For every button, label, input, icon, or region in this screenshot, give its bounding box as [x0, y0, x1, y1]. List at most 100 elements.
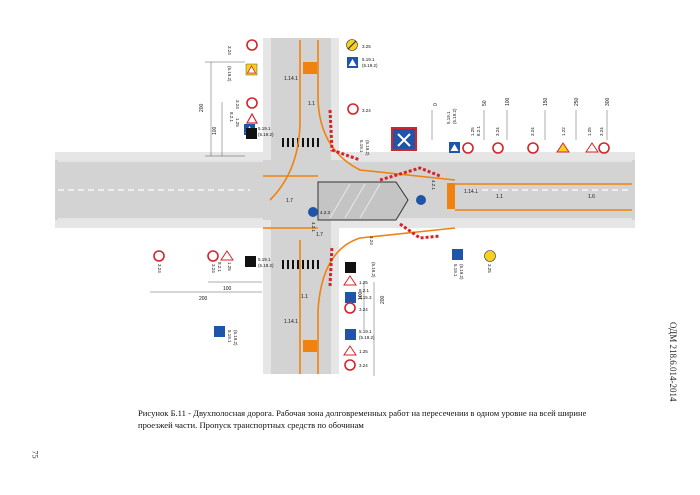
standard-code-text: ОДМ 218.6.014-2014 — [668, 322, 678, 402]
orange-stop-blocks — [303, 62, 455, 352]
marking-label-1-14-1-right: 1.14.1 — [464, 189, 478, 195]
label-1-25-bottom: 1.25 — [359, 280, 368, 285]
svg-text:100: 100 — [358, 291, 364, 300]
label-5-15-3: 5.15.3 — [359, 295, 372, 300]
svg-text:100: 100 — [505, 97, 511, 106]
svg-text:1.25: 1.25 — [470, 127, 475, 136]
marking-label-1-6-right: 1.6 — [588, 194, 595, 200]
signs-bottom-column — [343, 262, 357, 371]
label-5-19-2-bottom: (5.19.2) — [359, 335, 375, 340]
sign-crosswalk-top-right — [347, 57, 358, 68]
page-number-text: 75 — [30, 450, 40, 459]
svg-text:5.19.1: 5.19.1 — [453, 264, 458, 277]
svg-text:0: 0 — [433, 103, 439, 106]
svg-text:8.2.1: 8.2.1 — [476, 125, 481, 136]
svg-text:1.22: 1.22 — [561, 127, 566, 136]
sign-panel-left — [245, 256, 256, 267]
label-3-25: 3.25 — [362, 44, 371, 49]
svg-text:1.25: 1.25 — [235, 118, 240, 127]
signs-right-row — [449, 142, 610, 154]
orange-temporary-markings — [263, 40, 632, 374]
work-zone — [317, 181, 409, 221]
svg-text:8.2.1: 8.2.1 — [217, 262, 222, 273]
sign-panel-top-left — [246, 128, 257, 139]
marking-label-1-1-right: 1.1 — [496, 194, 503, 200]
svg-text:200: 200 — [380, 295, 386, 304]
sign-keep-right-center — [308, 195, 426, 217]
svg-text:3.25: 3.25 — [487, 264, 492, 273]
svg-text:5.19.1: 5.19.1 — [446, 111, 451, 124]
label-5-19-2-lower: (5.19.2) — [258, 263, 274, 268]
svg-text:3.24: 3.24 — [495, 127, 500, 136]
work-zone-hatch — [329, 183, 381, 219]
svg-text:(5.19.2): (5.19.2) — [452, 108, 457, 124]
label-5-19-2-top: (5.19.2) — [362, 63, 378, 68]
svg-text:1.25: 1.25 — [587, 127, 592, 136]
svg-text:(5.19.2): (5.19.2) — [459, 264, 464, 280]
figure-caption: Рисунок Б.11 - Двухполосная дорога. Рабо… — [138, 407, 628, 431]
svg-text:150: 150 — [543, 97, 549, 106]
caption-line-2: проезжей части. Пропуск транспортных сре… — [138, 420, 364, 430]
label-8-2-1-bottom: 8.2.1 — [359, 288, 370, 293]
sign-end-restriction-top-right — [346, 39, 358, 51]
svg-text:3.24: 3.24 — [235, 100, 240, 109]
label-5-19-1-top: 5.19.1 — [362, 57, 375, 62]
svg-text:100: 100 — [223, 286, 232, 292]
marking-label-1-1-top: 1.1 — [308, 101, 315, 107]
sign-detour — [391, 127, 417, 151]
svg-text:(5.19.2): (5.19.2) — [365, 140, 370, 156]
svg-text:3.24: 3.24 — [599, 127, 604, 136]
marking-label-1-14-1-top: 1.14.1 — [284, 76, 298, 82]
label-5-19-1-lower: 5.19.1 — [258, 257, 271, 262]
svg-text:300: 300 — [605, 97, 611, 106]
sign-crosswalk-bottom-left — [214, 326, 225, 337]
svg-text:3.24: 3.24 — [211, 264, 216, 273]
svg-text:200: 200 — [199, 103, 205, 112]
marking-label-1-7-bottom: 1.7 — [316, 232, 323, 238]
sign-no-overtaking-top — [246, 39, 258, 51]
label-5-19-2-left: (5.19.2) — [258, 132, 274, 137]
page-number: 75 — [30, 451, 40, 471]
svg-text:4.2.1: 4.2.1 — [311, 222, 316, 233]
white-edge-lines — [58, 160, 632, 220]
caption-line-1: Рисунок Б.11 - Двухполосная дорога. Рабо… — [138, 408, 587, 418]
signs-bottom-left — [153, 250, 234, 262]
rotated-labels: 3.24 (5.19.2) 3.24 8.2.1 1.25 5.19.1 (5.… — [157, 46, 604, 346]
dimension-labels: 200 100 200 100 100 200 0 50 100 150 250… — [199, 97, 611, 304]
svg-text:(5.19.2): (5.19.2) — [371, 262, 376, 278]
svg-text:8.2.1: 8.2.1 — [229, 112, 234, 123]
svg-text:200: 200 — [199, 296, 208, 302]
label-3-24-right: 3.24 — [362, 108, 371, 113]
label-3-24-bottom-2: 3.24 — [359, 363, 368, 368]
standard-code: ОДМ 218.6.014-2014 — [668, 322, 680, 462]
sign-speed-limit-right — [347, 103, 359, 115]
barriers — [328, 109, 441, 287]
svg-text:1.25: 1.25 — [227, 262, 232, 271]
sign-speed-limit-top — [245, 97, 259, 124]
pedestrian-crossing-bottom — [282, 260, 319, 269]
svg-text:3.24: 3.24 — [530, 127, 535, 136]
label-1-25-bottom-2: 1.25 — [359, 349, 368, 354]
label-5-19-1-bottom: 5.19.1 — [359, 329, 372, 334]
svg-text:250: 250 — [574, 97, 580, 106]
marking-label-1-7-left: 1.7 — [286, 198, 293, 204]
svg-text:3.24: 3.24 — [157, 264, 162, 273]
svg-text:3.24: 3.24 — [227, 46, 232, 55]
label-4-2-3: 4.2.3 — [320, 210, 331, 215]
svg-text:5.19.1: 5.19.1 — [359, 140, 364, 153]
svg-text:100: 100 — [212, 126, 218, 135]
label-5-19-1-left: 5.19.1 — [258, 126, 271, 131]
svg-text:3.24: 3.24 — [369, 236, 374, 245]
label-3-24-bottom: 3.24 — [359, 307, 368, 312]
svg-text:(5.19.2): (5.19.2) — [227, 66, 232, 82]
marking-label-1-14-1-bottom: 1.14.1 — [284, 319, 298, 325]
marking-label-1-1-bottom: 1.1 — [301, 294, 308, 300]
svg-text:50: 50 — [482, 100, 488, 106]
dimension-lines — [150, 61, 608, 376]
svg-text:5.19.1: 5.19.1 — [227, 330, 232, 343]
sign-road-works-top — [245, 63, 258, 76]
svg-text:4.2.1: 4.2.1 — [431, 180, 436, 191]
svg-text:(5.19.2): (5.19.2) — [233, 330, 238, 346]
signs-bottom-right — [452, 249, 496, 262]
